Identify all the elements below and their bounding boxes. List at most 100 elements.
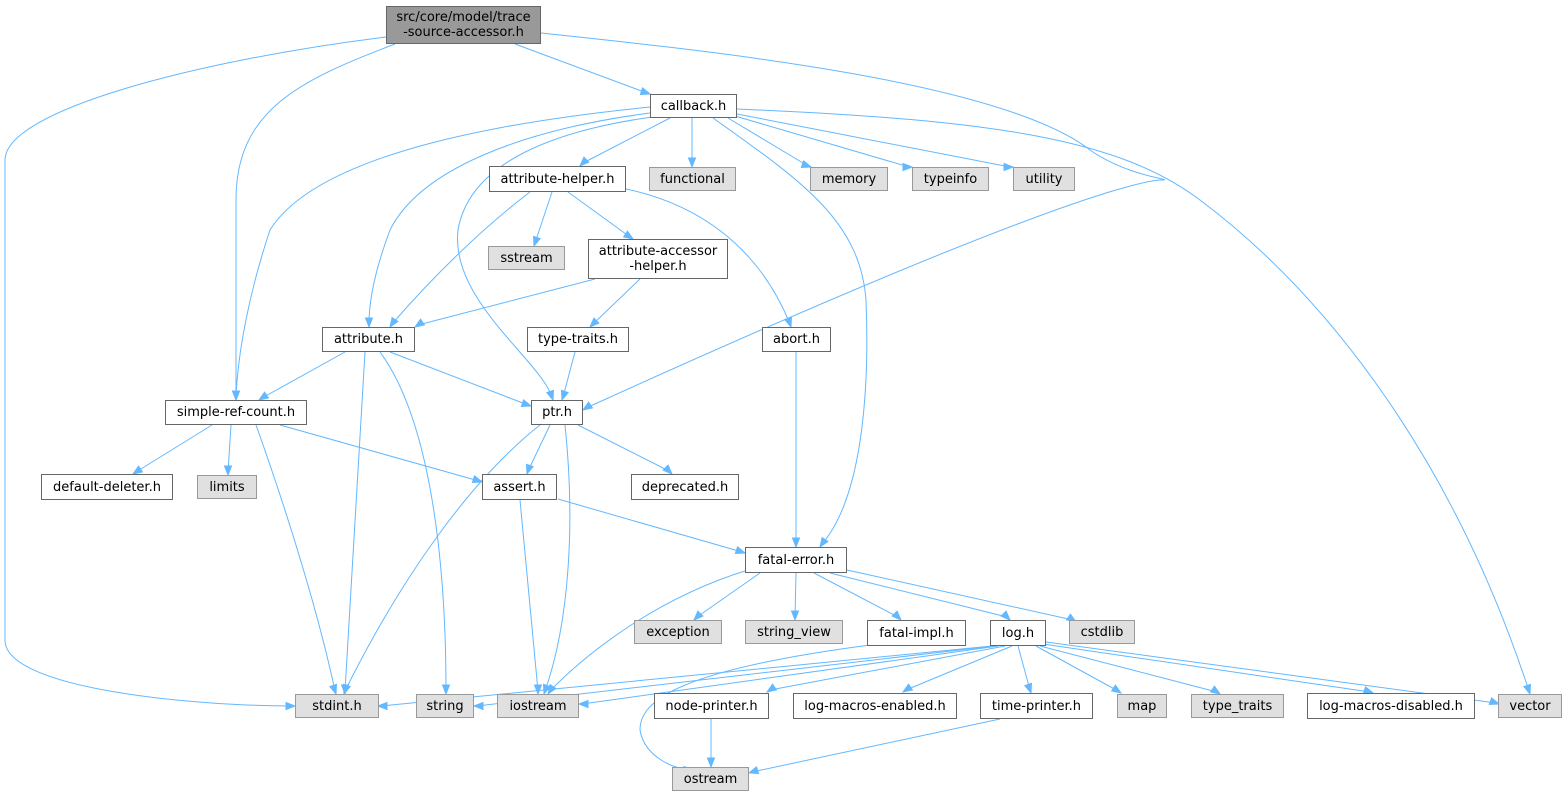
node-map: map: [1117, 694, 1167, 718]
dependency-arrowhead: [1488, 696, 1501, 706]
dependency-edge: [846, 569, 1074, 621]
dependency-arrowhead: [1522, 683, 1532, 696]
node-vector: vector: [1498, 694, 1562, 718]
dependency-edge: [567, 191, 631, 238]
node-fatal-error-h[interactable]: fatal-error.h: [745, 547, 847, 573]
node-assert-h[interactable]: assert.h: [482, 474, 557, 500]
node-node-printer-h[interactable]: node-printer.h: [654, 693, 769, 719]
dependency-edge: [519, 499, 539, 692]
dependency-arrowhead: [791, 537, 801, 549]
dependency-arrowhead: [783, 316, 793, 329]
dependency-arrowhead: [364, 317, 374, 329]
node-default-deleter-h[interactable]: default-deleter.h: [41, 474, 173, 500]
dependency-arrowhead: [342, 683, 352, 696]
dependency-arrowhead: [520, 398, 533, 408]
dependency-edge: [380, 645, 993, 707]
node-attribute-helper-h[interactable]: attribute-helper.h: [489, 166, 626, 192]
dependency-arrowhead: [622, 230, 635, 240]
dependency-arrowhead: [589, 317, 600, 328]
dependency-arrowhead: [413, 318, 426, 328]
dependency-edge: [829, 572, 1008, 618]
dependency-edge: [457, 116, 653, 398]
dependency-arrowhead: [1000, 610, 1011, 621]
dependency-edge: [379, 351, 447, 692]
node-typeinfo: typeinfo: [912, 167, 989, 191]
dependency-arrowhead: [577, 699, 589, 709]
node-callback-h[interactable]: callback.h: [650, 94, 737, 118]
dependency-edge: [751, 718, 1001, 773]
dependency-edge: [344, 424, 541, 692]
node-string-view: string_view: [745, 620, 843, 644]
dependency-edge: [557, 498, 743, 553]
dependency-arrowhead: [790, 610, 800, 622]
dependency-arrowhead: [525, 463, 535, 476]
node-attribute-accessor-helper-h[interactable]: attribute-accessor -helper.h: [588, 239, 728, 279]
dependency-arrowhead: [533, 684, 543, 696]
dependency-arrowhead: [662, 464, 673, 475]
node-fatal-impl-h[interactable]: fatal-impl.h: [867, 620, 966, 646]
dependency-edge: [4, 36, 387, 707]
dependency-edge: [417, 278, 596, 326]
dependency-arrowhead: [389, 316, 399, 329]
dependency-arrowhead: [639, 86, 652, 96]
dependency-arrowhead: [471, 474, 484, 484]
node-ptr-h[interactable]: ptr.h: [531, 400, 583, 425]
dependency-arrowhead: [1110, 684, 1123, 694]
dependency-edge: [1017, 645, 1031, 691]
dependency-edge: [344, 351, 366, 692]
dependency-edge: [712, 117, 868, 545]
dependency-arrowhead: [542, 683, 552, 696]
dependency-edge: [279, 424, 480, 482]
dependency-edge: [227, 424, 232, 473]
dependency-edge: [1035, 645, 1119, 692]
dependency-arrowhead: [376, 701, 388, 711]
node-time-printer-h[interactable]: time-printer.h: [980, 693, 1093, 719]
dependency-arrowhead: [901, 683, 914, 693]
dependency-arrowhead: [545, 389, 555, 402]
dependency-arrowhead: [1209, 685, 1222, 695]
dependency-edge: [549, 569, 749, 692]
dependency-edge: [1039, 645, 1218, 693]
dependency-arrowhead: [441, 684, 451, 696]
dependency-arrowhead: [285, 701, 297, 711]
node-log-h[interactable]: log.h: [990, 620, 1046, 646]
dependency-arrowhead: [765, 683, 778, 693]
dependency-arrowhead: [1003, 162, 1015, 172]
node-limits: limits: [197, 475, 257, 499]
node-utility: utility: [1013, 167, 1075, 191]
dependency-edge: [1045, 641, 1497, 704]
node-simple-ref-count-h[interactable]: simple-ref-count.h: [165, 400, 307, 425]
dependency-arrowhead: [328, 683, 338, 696]
dependency-arrowhead: [560, 389, 570, 402]
dependency-edge: [794, 572, 797, 618]
dependency-arrowhead: [687, 157, 697, 169]
node-iostream: iostream: [497, 694, 579, 718]
dependency-arrowhead: [231, 390, 241, 402]
dependency-arrowhead: [581, 401, 594, 411]
dependency-edge: [389, 351, 529, 406]
dependency-edge: [736, 113, 1011, 168]
dependency-arrowhead: [257, 391, 270, 401]
node-abort-h[interactable]: abort.h: [762, 327, 831, 352]
dependency-edge: [391, 191, 531, 325]
node-string: string: [416, 694, 474, 718]
node-ostream: ostream: [672, 767, 749, 791]
dependency-arrowhead: [472, 701, 484, 711]
node-type-traits: type_traits: [1191, 694, 1284, 718]
dependency-edge: [368, 112, 651, 325]
node-deprecated-h[interactable]: deprecated.h: [631, 474, 739, 500]
node-cstdlib: cstdlib: [1069, 620, 1135, 644]
dependency-edge: [534, 191, 553, 244]
dependency-edge: [235, 43, 396, 397]
node-type-traits-h[interactable]: type-traits.h: [527, 327, 629, 352]
dependency-edge: [235, 106, 651, 398]
dependency-edge: [577, 424, 670, 472]
dependency-edge: [591, 278, 641, 326]
dependency-edge: [582, 117, 671, 164]
node-attribute-h[interactable]: attribute.h: [322, 327, 415, 352]
dependency-arrowhead: [1023, 682, 1033, 695]
node-log-macros-enabled-h[interactable]: log-macros-enabled.h: [793, 693, 957, 719]
dependency-arrowhead: [532, 235, 542, 248]
node-log-macros-disabled-h[interactable]: log-macros-disabled.h: [1307, 693, 1475, 719]
dependency-arrowhead: [734, 545, 747, 555]
